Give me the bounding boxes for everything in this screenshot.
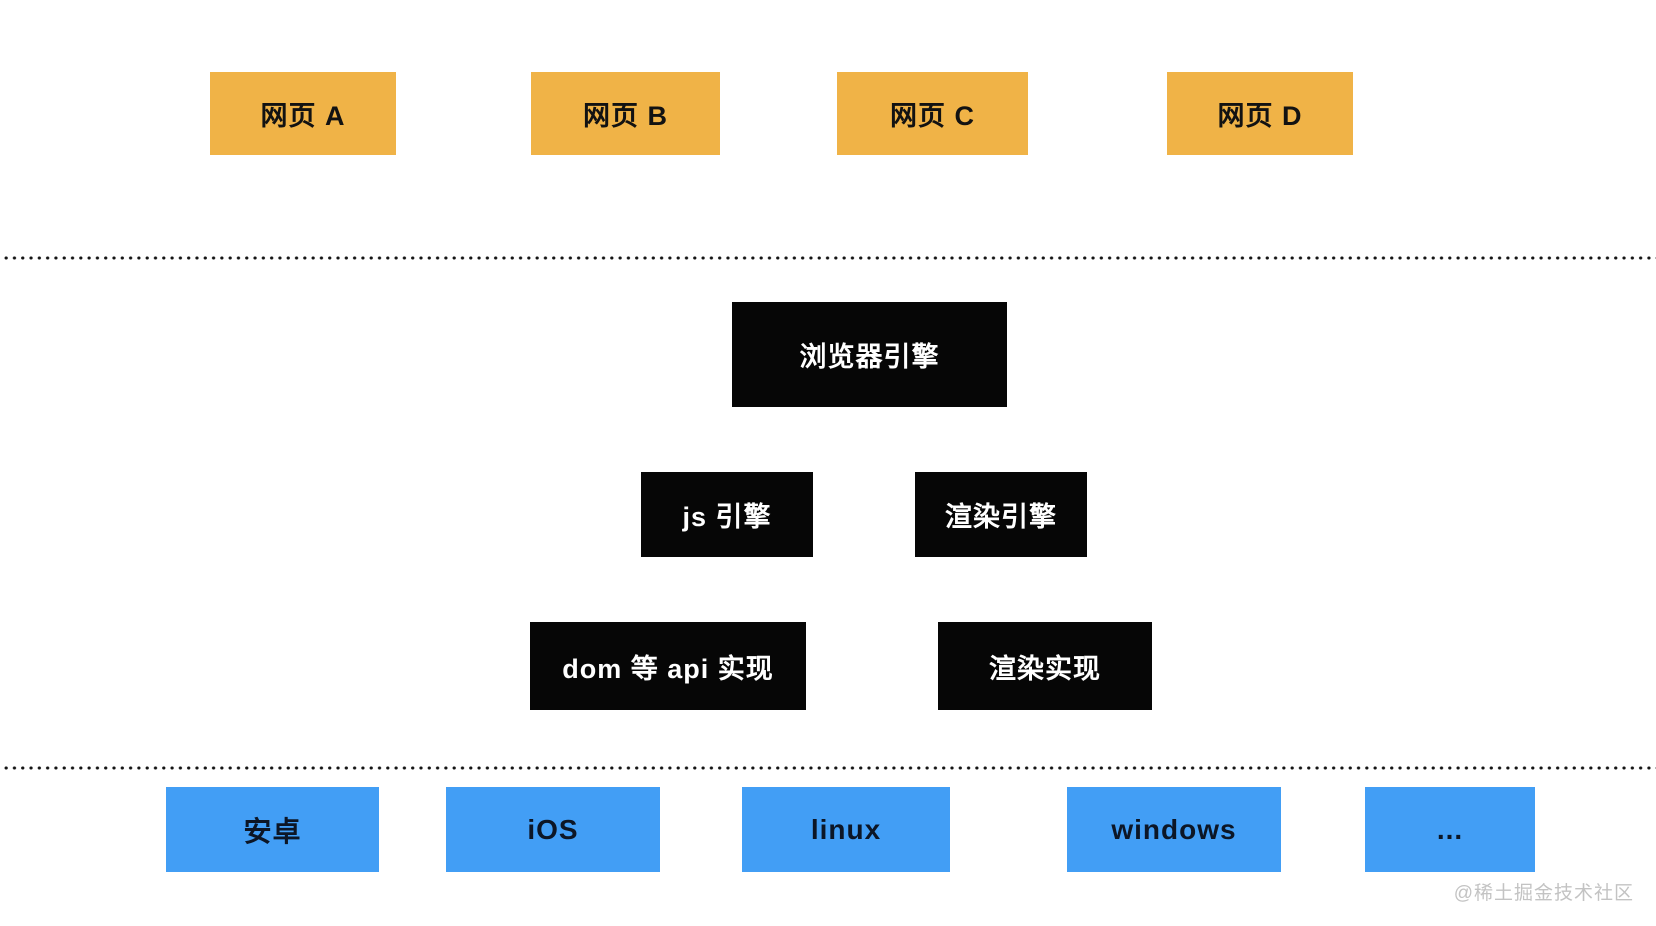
webpage-b-box: 网页 B: [531, 72, 720, 155]
webpage-c-box: 网页 C: [837, 72, 1028, 155]
browser-engine-box: 浏览器引擎: [732, 302, 1007, 407]
webpage-d-box: 网页 D: [1167, 72, 1353, 155]
platform-windows-box: windows: [1067, 787, 1281, 872]
render-engine-box: 渲染引擎: [915, 472, 1087, 557]
js-engine-box: js 引擎: [641, 472, 813, 557]
dotted-divider-bottom: [0, 766, 1656, 770]
dom-api-impl-box: dom 等 api 实现: [530, 622, 806, 710]
platform-ios-box: iOS: [446, 787, 660, 872]
platform-android-box: 安卓: [166, 787, 379, 872]
webpage-a-box: 网页 A: [210, 72, 396, 155]
render-impl-box: 渲染实现: [938, 622, 1152, 710]
platform-more-box: ...: [1365, 787, 1535, 872]
platform-linux-box: linux: [742, 787, 950, 872]
dotted-divider-top: [0, 256, 1656, 260]
watermark-text: @稀土掘金技术社区: [1453, 883, 1634, 904]
